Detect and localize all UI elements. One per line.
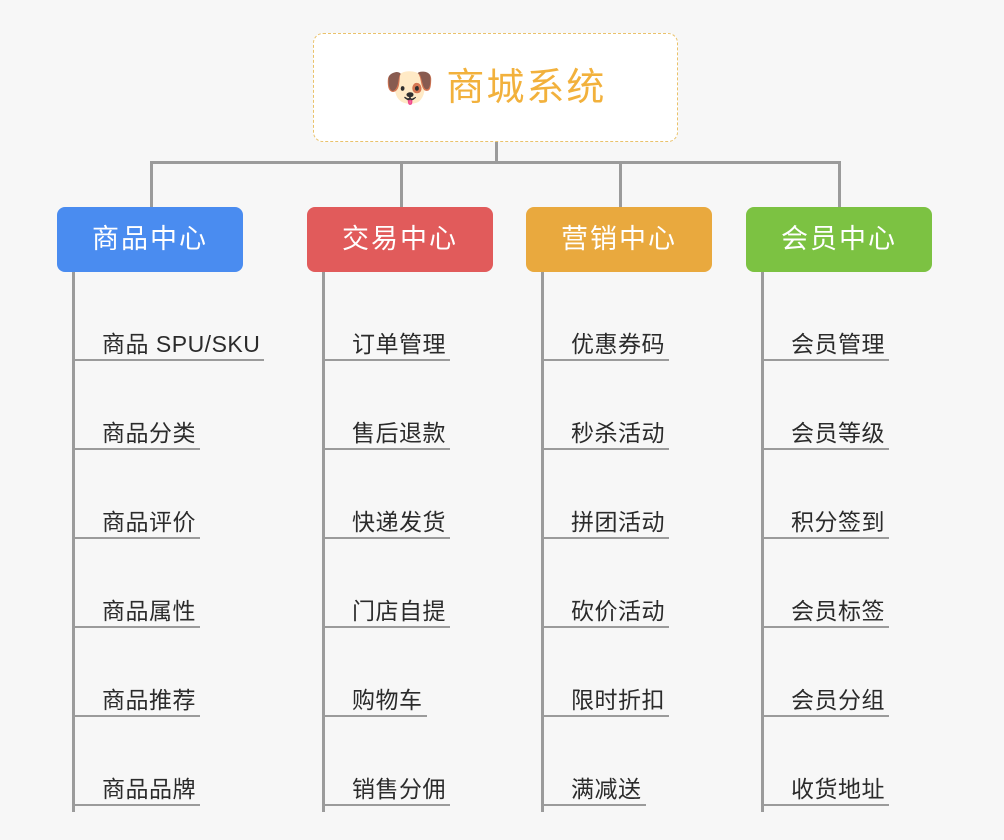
leaf-item[interactable]: 快递发货 [322, 450, 450, 539]
leaf-underline [761, 715, 889, 717]
leaf-underline [322, 804, 450, 806]
leaf-item[interactable]: 商品属性 [72, 539, 200, 628]
leaf-item[interactable]: 拼团活动 [541, 450, 669, 539]
leaf-item[interactable]: 订单管理 [322, 272, 450, 361]
leaf-item-label: 积分签到 [791, 509, 885, 535]
leaf-item-label: 会员标签 [791, 598, 885, 624]
leaf-item[interactable]: 购物车 [322, 628, 427, 717]
leaf-item[interactable]: 商品推荐 [72, 628, 200, 717]
leaf-underline [761, 804, 889, 806]
leaf-underline [541, 359, 669, 361]
leaf-item[interactable]: 会员标签 [761, 539, 889, 628]
branch-header-product-center[interactable]: 商品中心 [57, 207, 243, 272]
leaf-item-label: 商品评价 [102, 509, 196, 535]
leaf-item-label: 会员管理 [791, 331, 885, 357]
leaf-item-label: 满减送 [571, 776, 642, 802]
leaf-item-label: 收货地址 [791, 776, 885, 802]
leaf-item-label: 订单管理 [352, 331, 446, 357]
leaf-underline [72, 626, 200, 628]
leaf-underline [322, 715, 427, 717]
leaf-underline [761, 626, 889, 628]
branch-header-label: 营销中心 [561, 224, 677, 254]
leaf-item-label: 砍价活动 [571, 598, 665, 624]
leaf-item[interactable]: 秒杀活动 [541, 361, 669, 450]
connector-drop-trade-center [400, 161, 403, 207]
branch-header-marketing-center[interactable]: 营销中心 [526, 207, 712, 272]
leaf-underline [541, 448, 669, 450]
leaf-item[interactable]: 会员等级 [761, 361, 889, 450]
leaf-underline [322, 359, 450, 361]
leaf-item-label: 商品分类 [102, 420, 196, 446]
leaf-item-label: 拼团活动 [571, 509, 665, 535]
branch-header-label: 商品中心 [92, 224, 208, 254]
leaf-item[interactable]: 满减送 [541, 717, 646, 806]
shiba-dog-icon: 🐶 [384, 65, 435, 110]
leaf-underline [541, 626, 669, 628]
leaf-column-trade-center: 订单管理 售后退款 快递发货 门店自提 购物车 销售分佣 [322, 272, 552, 812]
leaf-item[interactable]: 优惠券码 [541, 272, 669, 361]
branch-header-member-center[interactable]: 会员中心 [746, 207, 932, 272]
root-node-title: 商城系统 [446, 66, 607, 109]
leaf-underline [761, 537, 889, 539]
leaf-underline [761, 448, 889, 450]
leaf-item[interactable]: 会员管理 [761, 272, 889, 361]
leaf-item[interactable]: 商品分类 [72, 361, 200, 450]
connector-spine-member-center [761, 272, 764, 812]
leaf-item-label: 商品 SPU/SKU [102, 331, 261, 357]
branch-header-trade-center[interactable]: 交易中心 [307, 207, 493, 272]
leaf-underline [72, 359, 264, 361]
leaf-column-product-center: 商品 SPU/SKU 商品分类 商品评价 商品属性 商品推荐 商品品牌 [72, 272, 302, 812]
leaf-item[interactable]: 限时折扣 [541, 628, 669, 717]
connector-drop-product-center [150, 161, 153, 207]
leaf-item[interactable]: 积分签到 [761, 450, 889, 539]
leaf-underline [322, 626, 450, 628]
connector-horizontal-bus [150, 161, 841, 164]
leaf-underline [541, 537, 669, 539]
leaf-column-member-center: 会员管理 会员等级 积分签到 会员标签 会员分组 收货地址 [761, 272, 991, 812]
leaf-item[interactable]: 门店自提 [322, 539, 450, 628]
leaf-item-label: 售后退款 [352, 420, 446, 446]
leaf-underline [322, 537, 450, 539]
leaf-item-label: 快递发货 [352, 509, 446, 535]
leaf-item[interactable]: 销售分佣 [322, 717, 450, 806]
leaf-item-label: 商品品牌 [102, 776, 196, 802]
leaf-item-label: 秒杀活动 [571, 420, 665, 446]
leaf-item-label: 会员分组 [791, 687, 885, 713]
root-node-mall-system[interactable]: 🐶 商城系统 [313, 33, 678, 142]
leaf-underline [541, 715, 669, 717]
leaf-underline [72, 537, 200, 539]
leaf-item[interactable]: 售后退款 [322, 361, 450, 450]
connector-drop-member-center [838, 161, 841, 207]
leaf-underline [322, 448, 450, 450]
leaf-item-label: 会员等级 [791, 420, 885, 446]
leaf-item-label: 商品推荐 [102, 687, 196, 713]
leaf-item-label: 商品属性 [102, 598, 196, 624]
connector-root-stem [495, 142, 498, 164]
leaf-item-label: 销售分佣 [352, 776, 446, 802]
leaf-item-label: 门店自提 [352, 598, 446, 624]
leaf-underline [541, 804, 646, 806]
leaf-item[interactable]: 商品评价 [72, 450, 200, 539]
leaf-item-label: 优惠券码 [571, 331, 665, 357]
connector-drop-marketing-center [619, 161, 622, 207]
leaf-underline [761, 359, 889, 361]
connector-spine-trade-center [322, 272, 325, 812]
branch-header-label: 交易中心 [342, 224, 458, 254]
leaf-item-label: 限时折扣 [571, 687, 665, 713]
connector-spine-marketing-center [541, 272, 544, 812]
branch-header-label: 会员中心 [781, 224, 897, 254]
leaf-item[interactable]: 收货地址 [761, 717, 889, 806]
leaf-item[interactable]: 商品 SPU/SKU [72, 272, 264, 361]
leaf-item[interactable]: 商品品牌 [72, 717, 200, 806]
leaf-underline [72, 715, 200, 717]
leaf-item[interactable]: 砍价活动 [541, 539, 669, 628]
leaf-item-label: 购物车 [352, 687, 423, 713]
leaf-item[interactable]: 会员分组 [761, 628, 889, 717]
leaf-column-marketing-center: 优惠券码 秒杀活动 拼团活动 砍价活动 限时折扣 满减送 [541, 272, 771, 812]
leaf-underline [72, 804, 200, 806]
leaf-underline [72, 448, 200, 450]
connector-spine-product-center [72, 272, 75, 812]
